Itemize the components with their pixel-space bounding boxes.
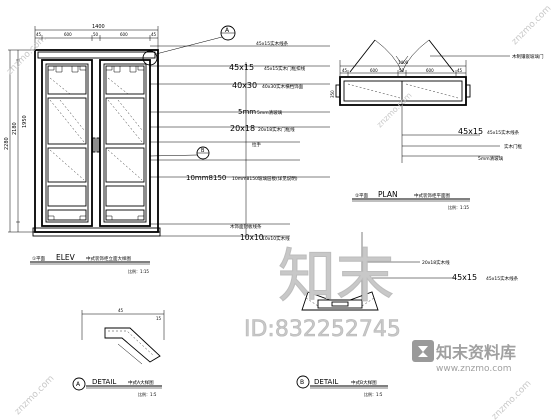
elevation-callout-code-4: 20x18 (230, 124, 255, 133)
elevation-dim-width: 1400 (92, 24, 105, 30)
detail-b-view: 20x18实木线 45x15 45x15实木线条 20x18 B DETAIL … (296, 232, 519, 397)
detail-b-bubble (296, 375, 310, 389)
elevation-view: 1400 45 600 50 600 45 2280 2180 1950 (4, 24, 330, 274)
detail-a-scale: 比例：1:5 (138, 391, 157, 397)
elevation-title-code: ①平面 (32, 256, 46, 262)
elevation-scale: 比例：1:15 (128, 268, 149, 274)
watermark-big-text: 知末 (278, 242, 394, 310)
detail-b-title-cn: 中式B大样图 (351, 379, 377, 386)
watermark-id: ID:832252745 (244, 317, 401, 342)
plan-scale: 比例：1:15 (448, 204, 469, 210)
elevation-callout-1: 45x15实木线条 (256, 40, 289, 47)
watermark-diagonal-3: znzmo.com (490, 379, 533, 420)
plan-callout-3: 实木门框 (504, 143, 522, 150)
elevation-callout-5: 20x18实木门框线 (258, 126, 295, 133)
plan-dim-width: 1400 (398, 60, 409, 65)
watermark-diagonal-4: znzmo.com (13, 374, 56, 417)
elevation-callout-6: 拉手 (252, 141, 261, 148)
detail-a-profile (104, 327, 161, 363)
elevation-callout-code-1: 45x15 (229, 63, 254, 72)
elevation-callout-7: 10mm8150玻璃层板(详见说明) (232, 175, 298, 182)
elevation-callout-code-9: 10x10 (240, 233, 264, 242)
plan-door-left-leaf (349, 39, 376, 73)
elevation-right-door (99, 59, 151, 227)
plan-callout-2: 45x15实木线条 (487, 129, 520, 136)
elevation-callout-code-3: 5mm (238, 108, 256, 116)
elevation-callout-code-2: 40x30 (232, 81, 257, 90)
detail-a-dim-1: 45 (118, 308, 124, 313)
elevation-callout-2: 45x15实木门框扣线 (264, 65, 306, 72)
detail-b-title-en: DETAIL (314, 378, 338, 386)
elevation-dim-seg-1: 45 (36, 32, 42, 37)
detail-b-bubble-label: B (300, 379, 304, 386)
elevation-bubble-b-label: B (201, 148, 205, 154)
elevation-callout-3: 40x30实木横档饰面 (262, 83, 304, 90)
elevation-title-en: ELEV (56, 253, 76, 262)
plan-title-cn: 中式装饰柜平面图 (414, 192, 450, 199)
plan-view: 1400 45 600 50 600 45 350 木制镶嵌玻璃门 45x15 … (330, 39, 544, 210)
elevation-detail-a-circle (142, 50, 158, 66)
plan-dim-seg-1: 45 (342, 68, 348, 73)
elevation-title-cn: 中式装饰柜立面大样图 (86, 255, 131, 262)
plan-title-en: PLAN (378, 190, 398, 199)
elevation-callout-9: 10x10实木线 (262, 235, 290, 242)
detail-b-callout-1: 20x18实木线 (422, 259, 450, 266)
plan-dim-seg-4: 600 (426, 68, 434, 73)
brand-url: www.znzmo.com (436, 364, 511, 374)
detail-b-scale: 比例：1:5 (364, 391, 383, 397)
plan-callout-code-2: 45x15 (458, 127, 483, 136)
plan-dim-seg-3: 50 (399, 68, 405, 73)
detail-a-title-en: DETAIL (92, 378, 116, 386)
elevation-callout-code-7: 10mm8150 (186, 174, 226, 182)
elevation-dim-seg-5: 45 (151, 32, 157, 37)
elevation-dim-seg-2: 600 (64, 32, 72, 37)
brand-logo: 知末资料库 www.znzmo.com (412, 340, 516, 374)
plan-dim-seg-5: 45 (457, 68, 463, 73)
detail-a-bubble (72, 377, 86, 391)
brand-name: 知末资料库 (436, 343, 516, 362)
elevation-callout-4: 5mm清玻璃 (257, 109, 283, 116)
plan-title-code: ②平面 (355, 193, 369, 199)
elevation-handle-right (96, 137, 100, 153)
elevation-dim-seg-4: 600 (120, 32, 128, 37)
elevation-title-block: ①平面 ELEV 中式装饰柜立面大样图 比例：1:15 (30, 253, 150, 274)
detail-b-callout-code-2: 45x15 (452, 273, 477, 282)
detail-a-bubble-label: A (76, 381, 81, 388)
elevation-callout-8: 木饰面封板线条 (230, 223, 262, 230)
elevation-bubble-a-label: A (225, 27, 230, 34)
detail-a-view: 45 15 A DETAIL 中式A大样图 比例：1:5 (72, 308, 165, 397)
elevation-cabinet-outline (34, 49, 159, 233)
elevation-callout-leaders (150, 45, 330, 238)
watermark-diagonal-2: znzmo.com (510, 4, 553, 47)
plan-callout-4: 5mm清玻璃 (478, 155, 504, 162)
plan-dim-depth: 350 (330, 90, 335, 98)
elevation-handle-left (92, 137, 96, 153)
elevation-dim-height-3: 1950 (22, 115, 28, 128)
elevation-left-door (41, 59, 93, 227)
plan-callout-1: 木制镶嵌玻璃门 (512, 53, 544, 60)
elevation-dim-height-1: 2280 (4, 137, 10, 150)
elevation-dim-seg-3: 50 (93, 32, 99, 37)
detail-b-callout-2: 45x15实木线条 (486, 275, 519, 282)
detail-a-dim-2: 15 (156, 316, 162, 321)
plan-dim-seg-2: 600 (370, 68, 378, 73)
elevation-dim-height-2: 2180 (12, 122, 18, 135)
plan-title-block: ②平面 PLAN 中式装饰柜平面图 比例：1:15 (352, 190, 470, 210)
detail-a-title-cn: 中式A大样图 (128, 379, 154, 386)
